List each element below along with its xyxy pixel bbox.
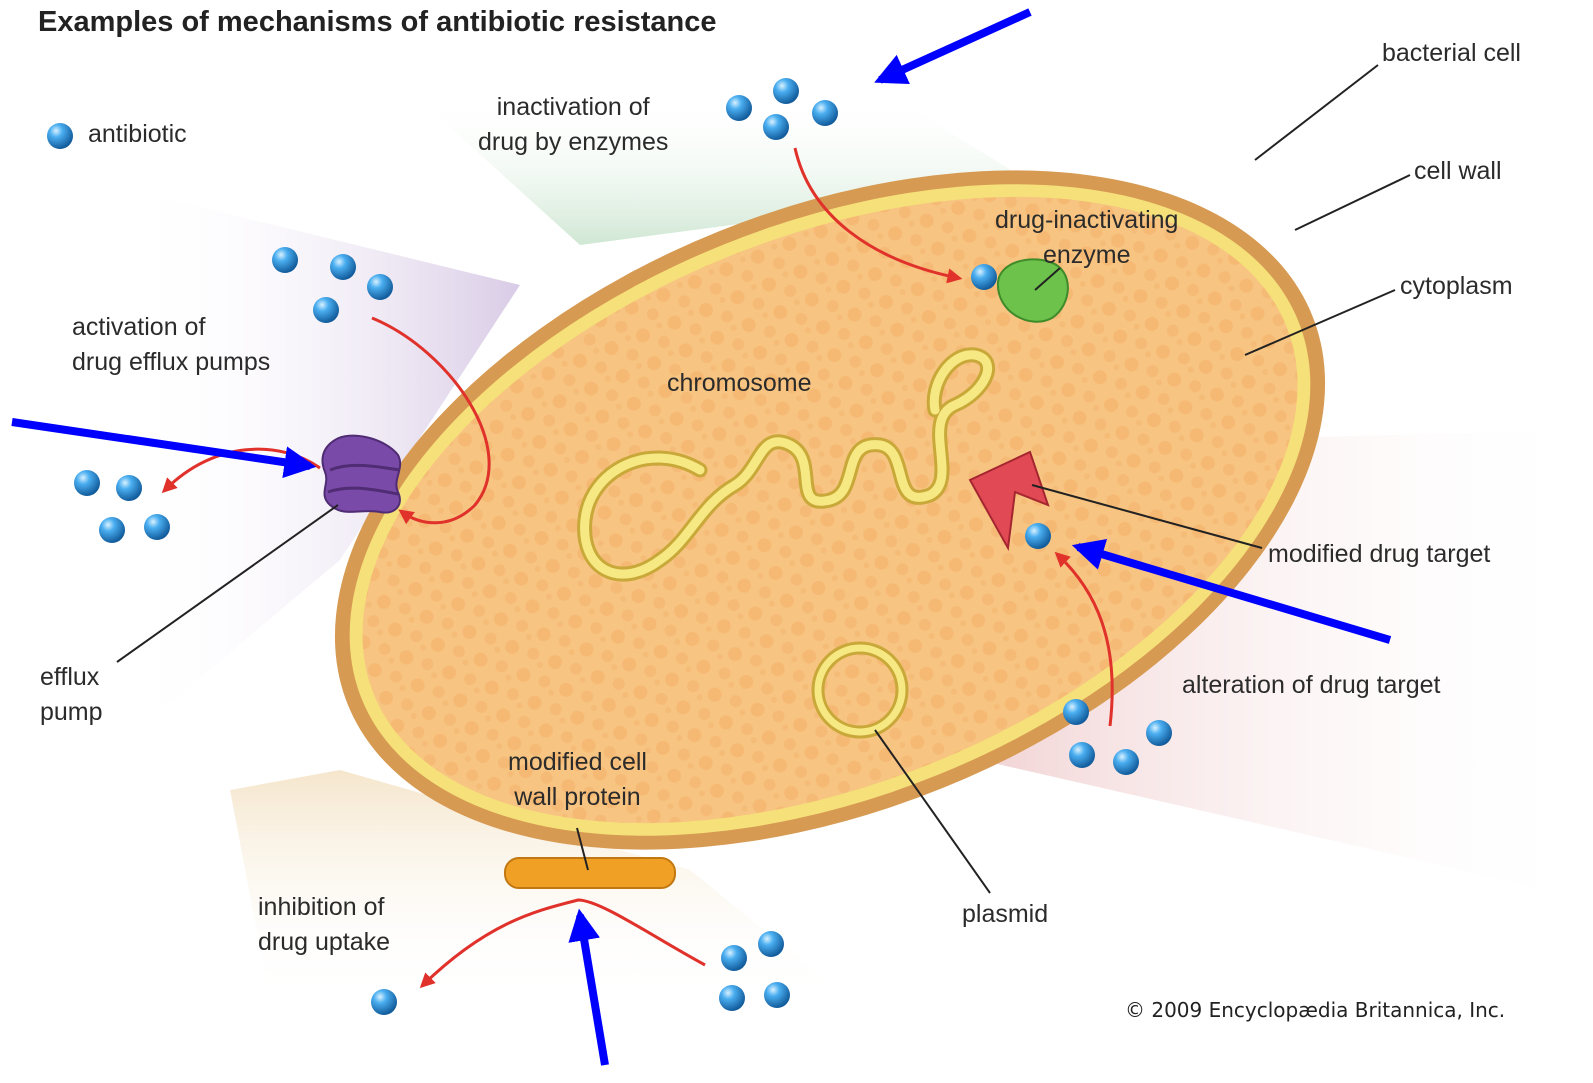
drug-inactivating-enzyme-label: drug-inactivating enzyme <box>995 203 1178 273</box>
antibiotic-molecule <box>272 247 298 273</box>
plasmid-label: plasmid <box>962 897 1048 932</box>
bacterial-cell-label: bacterial cell <box>1382 36 1521 71</box>
efflux-mechanism-label: activation of drug efflux pumps <box>72 310 270 380</box>
antibiotic-molecule <box>1146 720 1172 746</box>
antibiotic-molecule <box>1113 749 1139 775</box>
modified-drug-target-label: modified drug target <box>1268 537 1490 572</box>
cytoplasm-label: cytoplasm <box>1400 269 1513 304</box>
antibiotic-molecule <box>47 123 73 149</box>
antibiotic-molecule <box>330 254 356 280</box>
antibiotic-molecule <box>144 514 170 540</box>
antibiotic-molecule <box>726 95 752 121</box>
antibiotic-molecule <box>773 78 799 104</box>
efflux-pump-shape <box>322 436 400 513</box>
highlight-arrow-inactivation <box>880 12 1030 80</box>
antibiotic-molecule <box>1025 523 1051 549</box>
efflux-pump-label: efflux pump <box>40 660 103 730</box>
antibiotic-molecule <box>812 100 838 126</box>
inactivation-label: inactivation of drug by enzymes <box>478 90 668 160</box>
antibiotic-molecule <box>1069 742 1095 768</box>
cell-wall-label: cell wall <box>1414 154 1502 189</box>
antibiotic-molecule <box>74 470 100 496</box>
copyright-notice: © 2009 Encyclopædia Britannica, Inc. <box>1125 998 1505 1022</box>
modified-cell-wall-protein-label: modified cell wall protein <box>508 745 647 815</box>
antibiotic-molecule <box>116 475 142 501</box>
antibiotic-molecule <box>99 517 125 543</box>
antibiotic-molecule <box>719 985 745 1011</box>
legend-antibiotic-label: antibiotic <box>88 117 187 152</box>
alteration-mechanism-label: alteration of drug target <box>1182 668 1441 703</box>
uptake-mechanism-label: inhibition of drug uptake <box>258 890 390 960</box>
antibiotic-molecule <box>371 989 397 1015</box>
antibiotic-molecule <box>313 297 339 323</box>
modified-cell-wall-protein-shape <box>505 858 675 888</box>
antibiotic-molecule <box>971 264 997 290</box>
antibiotic-molecule <box>758 931 784 957</box>
antibiotic-molecule <box>721 945 747 971</box>
antibiotic-molecule <box>764 982 790 1008</box>
antibiotic-molecule <box>367 274 393 300</box>
antibiotic-molecule <box>1063 699 1089 725</box>
diagram-title: Examples of mechanisms of antibiotic res… <box>38 6 717 39</box>
chromosome-label: chromosome <box>667 366 812 401</box>
antibiotic-molecule <box>763 114 789 140</box>
